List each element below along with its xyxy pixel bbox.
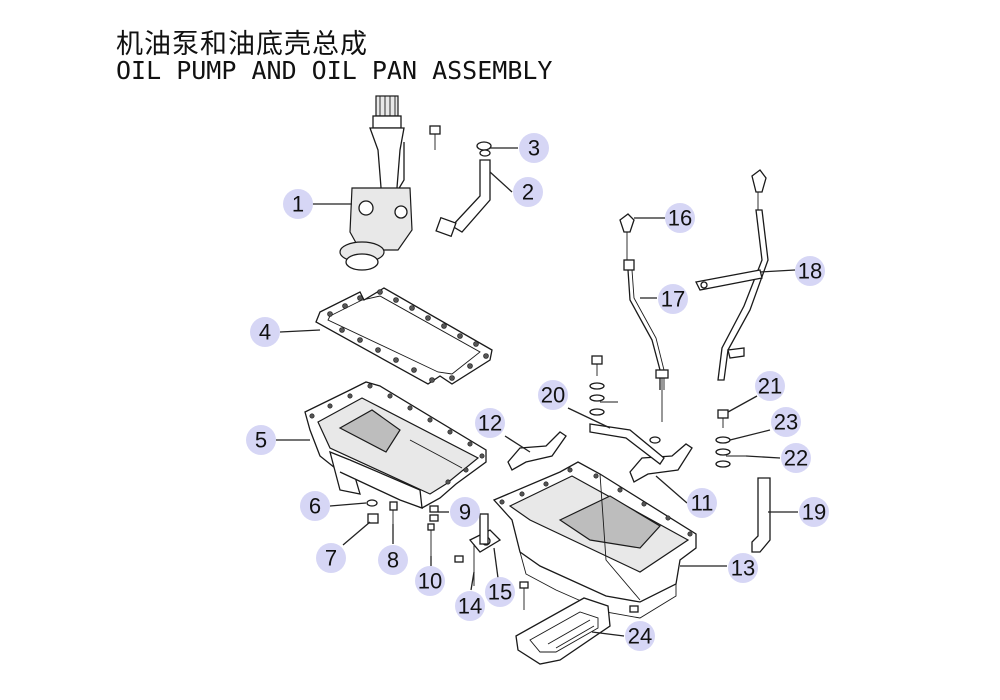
small-fasteners: [366, 499, 639, 613]
svg-text:12: 12: [478, 411, 502, 436]
svg-text:19: 19: [802, 500, 826, 525]
callout-3: 3: [519, 133, 549, 163]
gasket-part: [315, 287, 493, 385]
svg-text:20: 20: [541, 383, 565, 408]
svg-text:1: 1: [292, 192, 304, 217]
callout-15: 15: [485, 577, 515, 607]
callout-9: 9: [450, 497, 480, 527]
svg-text:8: 8: [387, 548, 399, 573]
callout-10: 10: [415, 566, 445, 596]
dipstick-tube-bracket: [589, 355, 746, 468]
svg-text:17: 17: [661, 287, 685, 312]
svg-text:11: 11: [691, 491, 714, 516]
callout-16: 16: [665, 203, 695, 233]
pan-cover-plate: [515, 597, 611, 665]
svg-text:18: 18: [798, 259, 822, 284]
svg-text:14: 14: [458, 594, 482, 619]
title-chinese: 机油泵和油底壳总成: [116, 29, 368, 60]
callout-4: 4: [250, 317, 280, 347]
callout-8: 8: [378, 545, 408, 575]
svg-text:2: 2: [522, 180, 534, 205]
svg-text:9: 9: [459, 500, 471, 525]
leader-lines: [276, 147, 798, 637]
callout-22: 22: [781, 443, 811, 473]
svg-text:5: 5: [255, 428, 267, 453]
svg-text:7: 7: [325, 546, 337, 571]
callout-1: 1: [283, 189, 313, 219]
upper-oil-pan-part: [304, 381, 487, 509]
callout-24: 24: [625, 621, 655, 651]
callout-5: 5: [246, 425, 276, 455]
callout-14: 14: [455, 591, 485, 621]
svg-text:16: 16: [668, 206, 692, 231]
svg-text:15: 15: [488, 580, 512, 605]
callout-2: 2: [513, 177, 543, 207]
title-english: OIL PUMP AND OIL PAN ASSEMBLY: [116, 56, 553, 85]
lower-oil-pan-part: [492, 461, 697, 619]
callout-19: 19: [799, 497, 829, 527]
svg-text:23: 23: [774, 410, 798, 435]
svg-text:3: 3: [528, 136, 540, 161]
breather-hose: [751, 477, 771, 553]
callout-20: 20: [538, 380, 568, 410]
oil-pipe-part: [429, 125, 492, 238]
callout-12: 12: [475, 408, 505, 438]
svg-text:6: 6: [309, 494, 321, 519]
svg-text:10: 10: [418, 569, 442, 594]
oil-level-dipstick: [619, 213, 669, 444]
svg-text:4: 4: [259, 320, 271, 345]
oil-pump-part: [339, 95, 413, 271]
callout-13: 13: [728, 553, 758, 583]
svg-text:24: 24: [628, 624, 652, 649]
callout-11: 11: [687, 488, 717, 518]
svg-text:13: 13: [731, 556, 755, 581]
callout-18: 18: [795, 256, 825, 286]
callout-23: 23: [771, 407, 801, 437]
callout-21: 21: [755, 371, 785, 401]
svg-text:21: 21: [758, 374, 782, 399]
callout-7: 7: [316, 543, 346, 573]
dipstick-guide-tube: [695, 169, 769, 381]
callout-6: 6: [300, 491, 330, 521]
callout-17: 17: [658, 284, 688, 314]
svg-text:22: 22: [784, 446, 808, 471]
